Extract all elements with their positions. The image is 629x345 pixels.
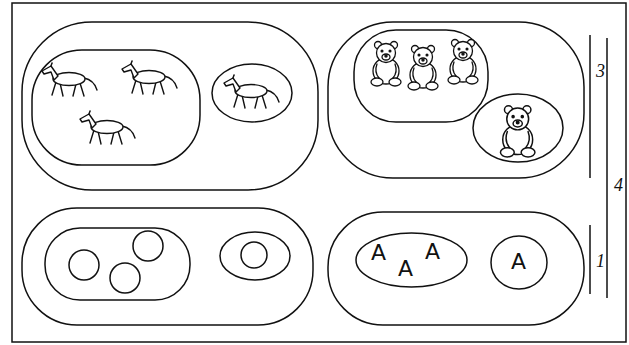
bracket-line — [589, 35, 591, 178]
frame — [12, 3, 626, 342]
callout-number: 3 — [595, 62, 606, 80]
horse — [224, 75, 279, 108]
bear — [371, 42, 401, 87]
inner-set — [354, 30, 488, 122]
circle-item — [69, 250, 99, 280]
circle-item — [241, 242, 267, 268]
letter-set: AAA — [355, 232, 468, 288]
horse — [122, 61, 177, 94]
circle-item — [133, 231, 163, 261]
bear — [448, 40, 478, 85]
inner-set — [212, 64, 292, 122]
inner-set — [473, 94, 563, 162]
letter-text: A — [511, 251, 526, 273]
inner-set — [45, 228, 190, 300]
callout-number: 4 — [613, 176, 624, 194]
bracket-line — [606, 38, 608, 298]
outer-set — [22, 208, 313, 325]
inner-set — [32, 50, 200, 165]
set-outline-shape — [491, 236, 547, 289]
circle-item — [110, 263, 140, 293]
set-outline-shape — [356, 233, 467, 287]
horse — [42, 63, 97, 96]
letter-text: A — [371, 242, 386, 264]
outer-set — [328, 212, 584, 325]
outer-set — [328, 22, 584, 178]
bear — [500, 106, 535, 157]
letter-text: A — [425, 241, 440, 263]
callout-number: 1 — [595, 252, 606, 270]
bear — [408, 46, 438, 91]
letter-set: A — [490, 235, 548, 290]
letter-text: A — [398, 258, 413, 280]
outer-set — [22, 22, 318, 190]
bracket-line — [589, 225, 591, 294]
horse — [80, 111, 135, 144]
inner-set — [220, 232, 290, 280]
